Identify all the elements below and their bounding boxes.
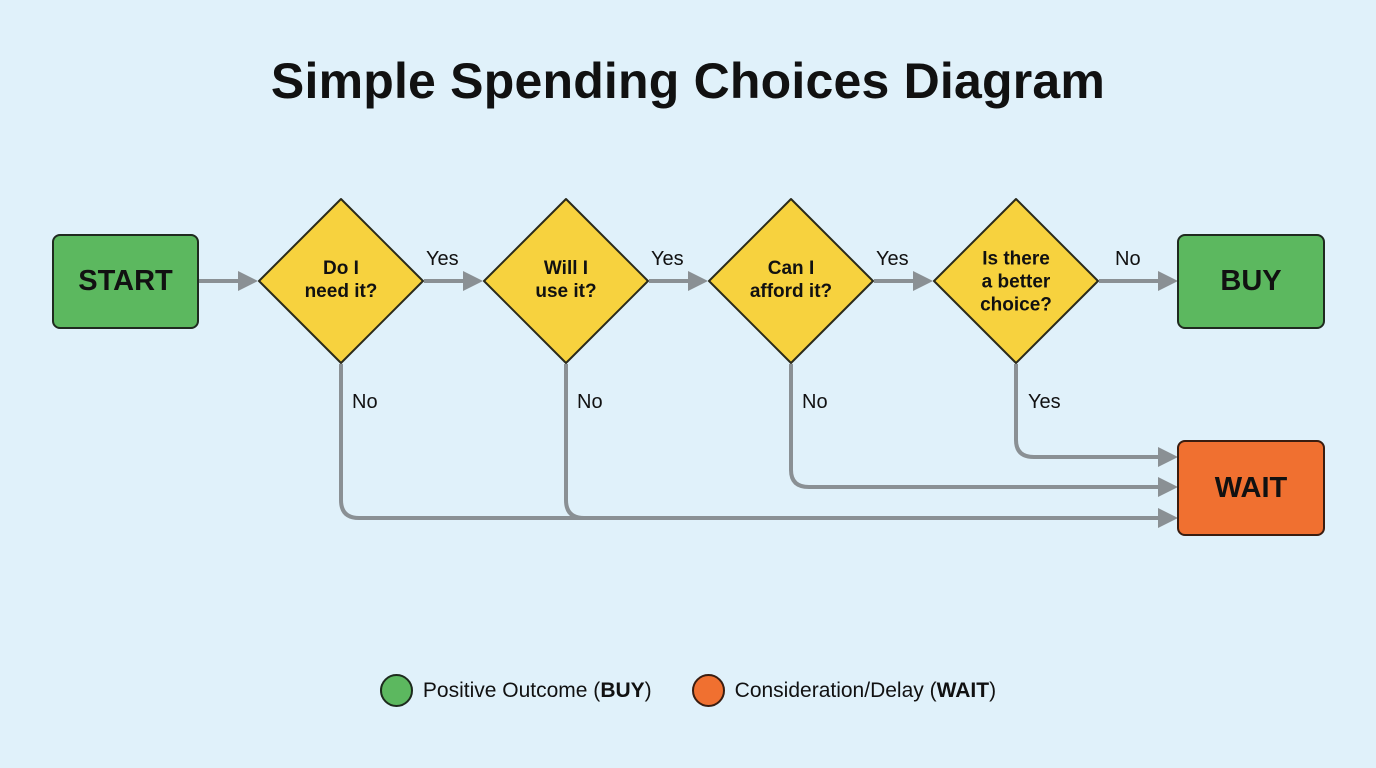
edge-q1-wait xyxy=(339,364,1170,523)
edge-label-q2-no: No xyxy=(577,391,603,413)
edge-label-q1-no: No xyxy=(352,391,378,413)
start-node: START xyxy=(52,234,199,329)
edge-label-q3-no: No xyxy=(802,391,828,413)
edge-label-q3-yes: Yes xyxy=(876,248,909,270)
decision-q3-text: Can I afford it? xyxy=(749,258,833,302)
wait-label: WAIT xyxy=(1214,471,1288,504)
legend-item-delay: Consideration/Delay (WAIT) xyxy=(691,674,996,707)
decision-q1-text: Do I need it? xyxy=(304,258,378,302)
legend-item-positive: Positive Outcome (BUY) xyxy=(379,674,652,707)
legend: Positive Outcome (BUY) Consideration/Del… xyxy=(0,674,1376,707)
decision-diamond-q4 xyxy=(933,198,1099,364)
buy-label: BUY xyxy=(1220,265,1282,297)
edge-q2-wait xyxy=(564,364,585,520)
buy-node: BUY xyxy=(1177,234,1325,329)
edge-label-q4-no: No xyxy=(1115,248,1141,270)
edge-q4-wait xyxy=(1014,364,1170,462)
decision-diamond-q3 xyxy=(708,198,874,364)
edge-q3-wait xyxy=(789,364,1170,492)
edge-label-q4-yes: Yes xyxy=(1028,391,1061,413)
green-circle-icon xyxy=(379,674,413,707)
decision-diamond-q2 xyxy=(483,198,649,364)
diagram-title: Simple Spending Choices Diagram xyxy=(270,53,1106,109)
decision-diamond-q1 xyxy=(258,198,424,364)
decision-q2-text: Will I use it? xyxy=(535,258,597,302)
orange-circle-icon xyxy=(691,674,725,707)
wait-node: WAIT xyxy=(1177,440,1325,536)
edge-label-q2-yes: Yes xyxy=(651,248,684,270)
start-label: START xyxy=(78,265,173,297)
decision-q4-text: Is there a better choice? xyxy=(980,248,1052,316)
edge-label-q1-yes: Yes xyxy=(426,248,459,270)
